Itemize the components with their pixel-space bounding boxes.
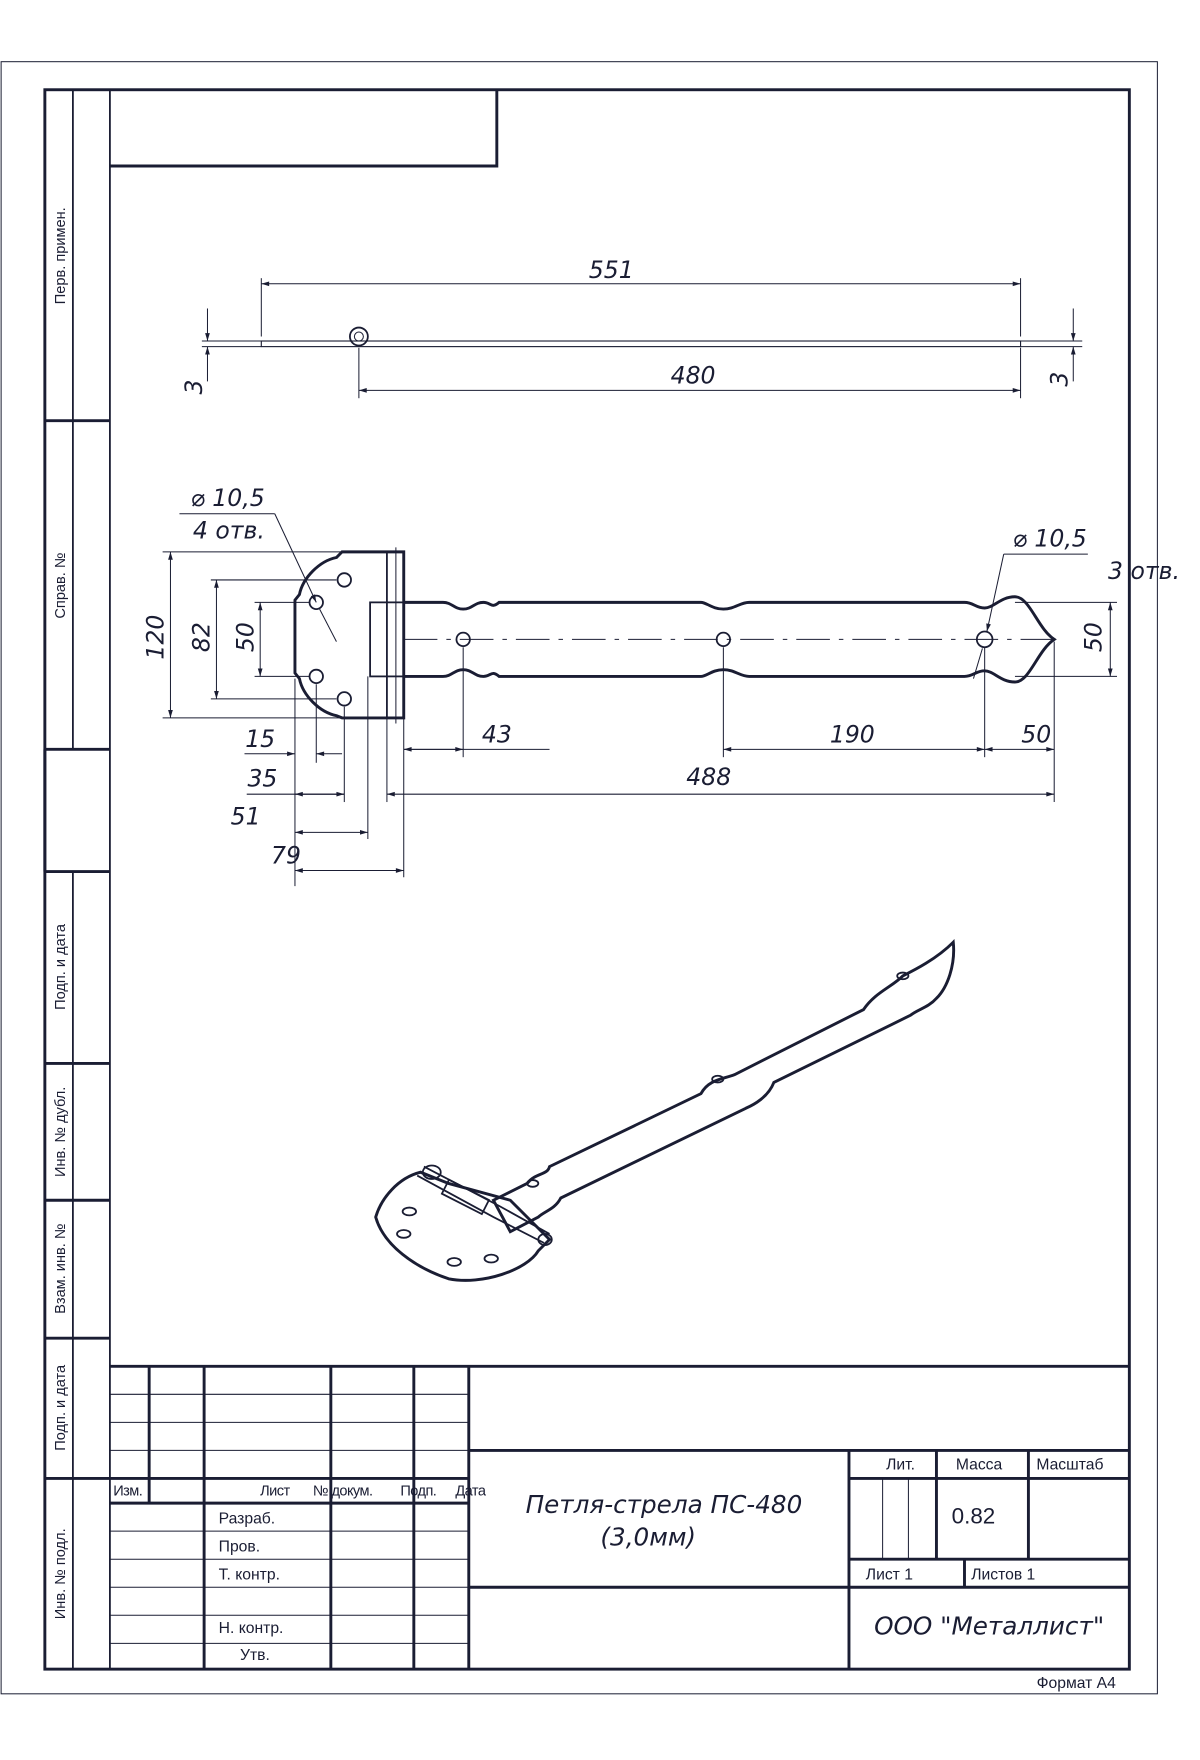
row-nkontr: Н. контр. <box>219 1620 284 1637</box>
dim-thickness-right: 3 <box>1046 372 1074 387</box>
row-tkontr: Т. контр. <box>219 1566 280 1583</box>
top-view: 551 480 3 3 <box>180 256 1083 399</box>
mounting-holes <box>308 572 994 707</box>
mass-value: 0.82 <box>952 1503 996 1528</box>
header-izm: Изм. <box>113 1483 142 1499</box>
plate-hole-count: 4 отв. <box>193 516 265 544</box>
top-left-box <box>109 89 499 168</box>
label-inv-podl: Инв. № подл. <box>53 1528 69 1619</box>
dim-50-inner: 50 <box>231 622 259 652</box>
label-sprav-no: Справ. № <box>53 552 69 618</box>
row-utv: Утв. <box>240 1647 270 1664</box>
header-lit: Лит. <box>886 1456 915 1473</box>
title-block: Изм. Лист № докум. Подп. Дата Разраб. Пр… <box>109 1364 1130 1692</box>
dim-82: 82 <box>188 622 216 652</box>
header-massa: Масса <box>956 1456 1003 1473</box>
label-podp-data-1: Подп. и дата <box>53 923 69 1010</box>
dim-190: 190 <box>830 721 875 749</box>
header-list: Лист <box>260 1483 290 1499</box>
sheet-number: Лист 1 <box>866 1566 913 1583</box>
strap-hole-diameter: ⌀ 10,5 <box>1013 524 1087 552</box>
isometric-view <box>374 939 956 1282</box>
header-doc: № докум. <box>313 1483 373 1499</box>
company-name: ООО "Металлист" <box>874 1611 1104 1640</box>
header-podp: Подп. <box>400 1483 436 1499</box>
dim-551: 551 <box>589 256 634 284</box>
dim-51: 51 <box>231 802 261 830</box>
drawing-name: Петля-стрела ПС-480 <box>526 1490 803 1519</box>
header-data: Дата <box>455 1483 486 1499</box>
dim-488: 488 <box>686 763 731 791</box>
inner-frame <box>43 88 1131 1671</box>
dim-120: 120 <box>142 615 170 660</box>
sheet-count: Листов 1 <box>971 1566 1035 1583</box>
label-inv-dubl: Инв. № дубл. <box>53 1087 69 1177</box>
dim-50-tip: 50 <box>1021 721 1051 749</box>
label-podp-data-2: Подп. и дата <box>53 1364 69 1451</box>
plate-hole-diameter: ⌀ 10,5 <box>191 484 265 512</box>
drawing-name-thickness: (3,0мм) <box>600 1523 696 1552</box>
dim-thickness-left: 3 <box>180 380 208 395</box>
header-masshtab: Масштаб <box>1036 1456 1103 1473</box>
label-vzam-inv: Взам. инв. № <box>53 1224 69 1314</box>
dim-43: 43 <box>482 721 512 749</box>
row-prov: Пров. <box>219 1538 260 1555</box>
dim-50-strap: 50 <box>1079 622 1107 652</box>
strap-hole-count: 3 отв. <box>1108 557 1180 585</box>
paper-format: Формат А4 <box>1037 1675 1117 1692</box>
dim-15: 15 <box>245 725 275 753</box>
outer-frame <box>0 61 1158 1695</box>
dim-480: 480 <box>671 362 716 390</box>
front-view: ⌀ 10,5 4 отв. ⌀ 10,5 3 отв. 120 82 50 50… <box>142 484 1180 887</box>
label-perv-primen: Перв. примен. <box>53 207 69 304</box>
dim-35: 35 <box>247 764 277 792</box>
dim-79: 79 <box>271 842 301 870</box>
row-razrab: Разраб. <box>219 1510 275 1527</box>
